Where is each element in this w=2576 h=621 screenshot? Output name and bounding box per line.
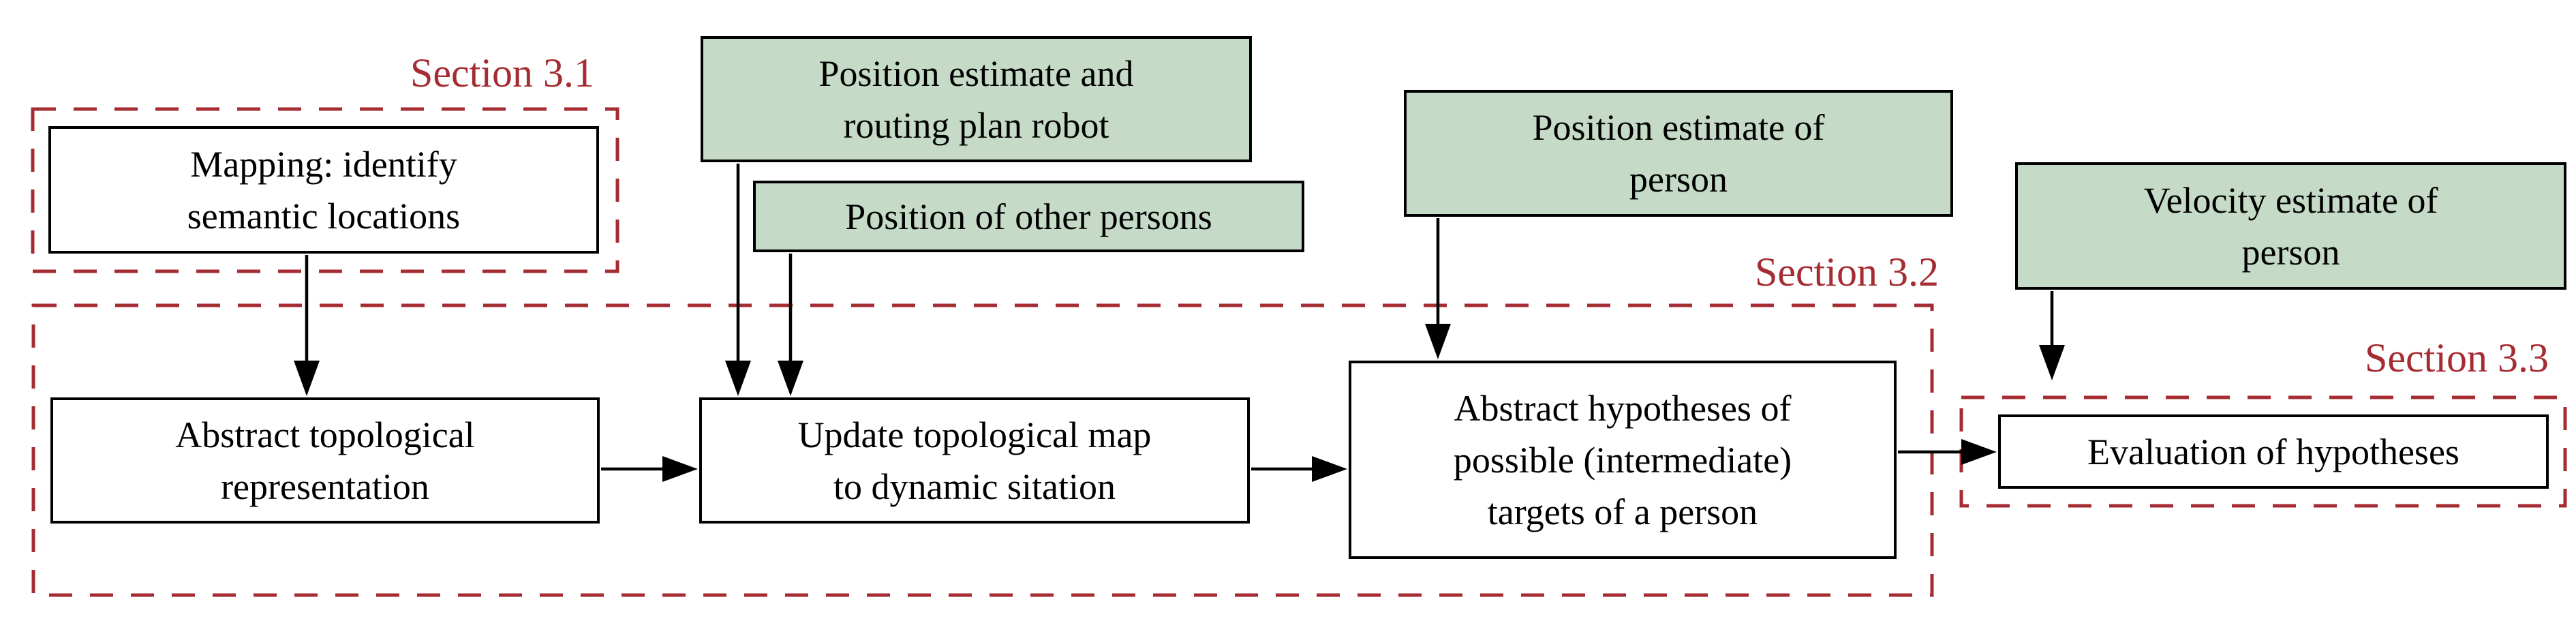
input-position-estimate-routing-plan-robot: Position estimate and routing plan robot <box>701 36 1252 162</box>
node-text-line: Mapping: identify <box>190 143 457 185</box>
node-text-line: Abstract hypotheses of <box>1454 387 1792 429</box>
node-abstract-topological-representation: Abstract topological representation <box>50 397 600 524</box>
node-text-line: to dynamic sitation <box>833 466 1116 507</box>
arrow-pos-robot-to-update-map <box>725 164 751 396</box>
arrow-pos-others-to-update-map <box>778 254 803 396</box>
node-text-line: Position of other persons <box>845 196 1212 237</box>
node-mapping-identify-semantic-locations: Mapping: identify semantic locations <box>48 126 599 254</box>
arrow-vel-person-to-evaluation <box>2039 291 2065 380</box>
node-text-line: person <box>1629 159 1728 200</box>
node-evaluation-of-hypotheses: Evaluation of hypotheses <box>1998 414 2549 489</box>
node-text-line: semantic locations <box>187 195 461 237</box>
input-velocity-estimate-of-person: Velocity estimate of person <box>2015 162 2566 290</box>
input-position-estimate-of-person: Position estimate of person <box>1404 90 1953 217</box>
arrow-update-map-to-abstract-hypo <box>1251 456 1347 482</box>
node-text-line: Update topological map <box>797 414 1152 455</box>
node-text-line: representation <box>221 466 429 507</box>
node-text-line: Velocity estimate of <box>2143 179 2438 221</box>
section-3-2-label: Section 3.2 <box>1755 249 1939 294</box>
section-3-1-label: Section 3.1 <box>410 50 594 95</box>
node-text-line: person <box>2241 231 2340 273</box>
arrow-mapping-to-abstract-topo <box>294 255 320 396</box>
node-text-line: Abstract topological <box>175 414 475 455</box>
section-3-2-boundary <box>31 303 1934 597</box>
node-text-line: possible (intermediate) <box>1453 439 1792 481</box>
node-text-line: Position estimate of <box>1532 107 1825 148</box>
section-3-3-label: Section 3.3 <box>2365 335 2549 380</box>
node-abstract-hypotheses-targets: Abstract hypotheses of possible (interme… <box>1349 361 1897 559</box>
arrow-abstract-hypo-to-evaluation <box>1898 439 1997 465</box>
arrow-pos-person-to-abstract-hypo <box>1425 218 1451 359</box>
arrow-abstract-topo-to-update-map <box>601 456 698 482</box>
node-text-line: routing plan robot <box>843 104 1109 146</box>
node-text-line: Evaluation of hypotheses <box>2087 431 2459 472</box>
node-text-line: targets of a person <box>1487 491 1758 532</box>
section-3-1-boundary <box>31 107 619 273</box>
input-position-of-other-persons: Position of other persons <box>753 181 1304 252</box>
node-text-line: Position estimate and <box>818 52 1134 94</box>
node-update-topological-map: Update topological map to dynamic sitati… <box>699 397 1250 524</box>
